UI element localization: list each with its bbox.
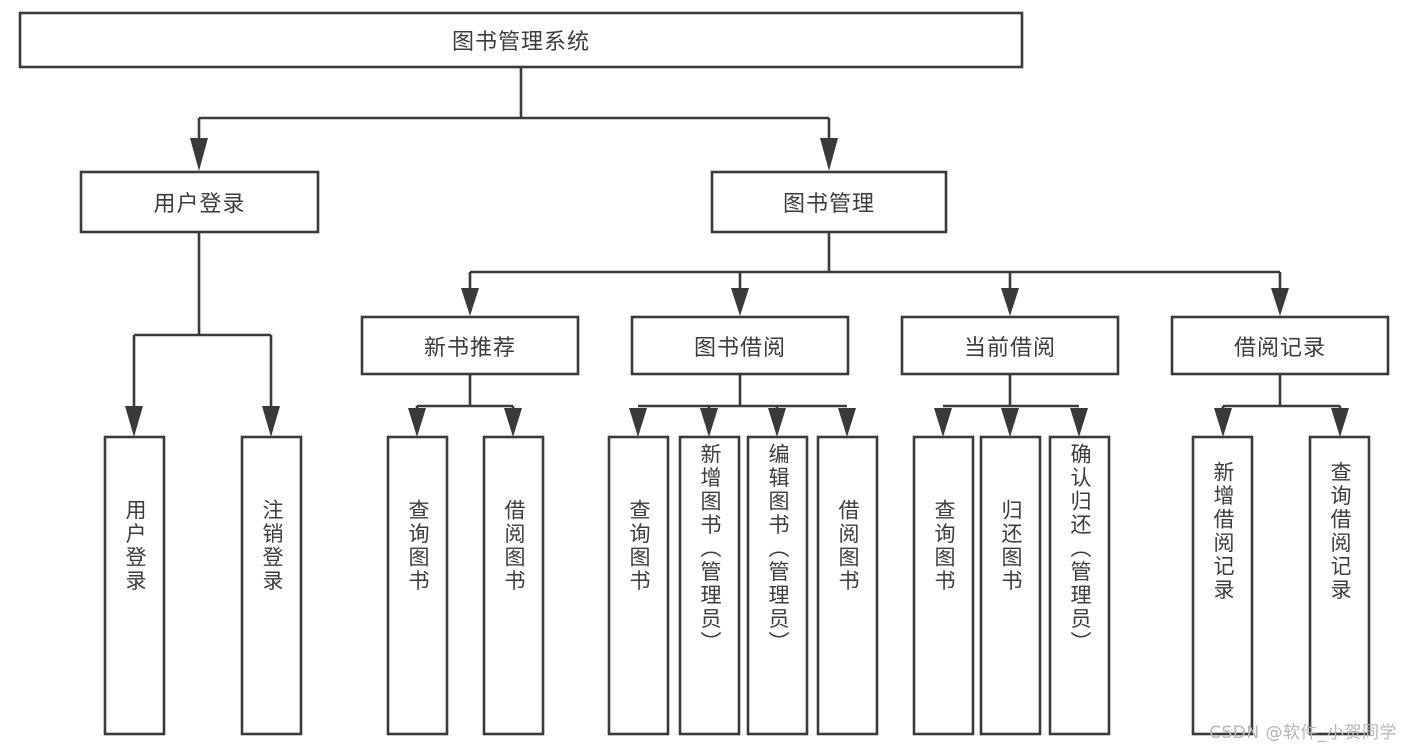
connector-group-current-borrow-to-leaves (934, 374, 1088, 437)
node-box-leaf-borrow-book-2[interactable] (816, 435, 879, 736)
arrow-head-leaf-user-login (125, 406, 143, 437)
node-box-leaf-borrow-book-1[interactable] (482, 435, 545, 736)
watermark-label: CSDN @软件_小贺同学 (1209, 723, 1397, 743)
arrow-head-leaf-query-book-1 (408, 408, 426, 437)
arrow-head-leaf-query-record (1331, 408, 1349, 437)
connector-group-book-borrow-to-leaves (629, 374, 856, 437)
arrow-head-borrow-record (1271, 288, 1289, 316)
node-box-new-book-recommend[interactable] (360, 315, 580, 376)
arrow-head-current-borrow (1001, 288, 1019, 316)
node-box-book-management[interactable] (710, 170, 948, 234)
node-box-leaf-add-book[interactable] (678, 435, 741, 736)
arrow-head-book-management (820, 138, 838, 171)
arrow-head-leaf-add-book (700, 408, 718, 437)
node-box-leaf-user-login[interactable] (103, 435, 166, 736)
connector-group-root-to-level2 (190, 67, 838, 171)
arrow-head-leaf-confirm-return (1070, 408, 1088, 437)
node-box-leaf-query-book-2[interactable] (607, 435, 670, 736)
node-box-leaf-query-book-1[interactable] (386, 435, 449, 736)
arrow-head-leaf-add-record (1214, 408, 1232, 437)
node-box-user-login[interactable] (79, 170, 320, 234)
node-box-leaf-query-record[interactable] (1308, 435, 1371, 736)
arrow-head-leaf-return-book (1001, 408, 1019, 437)
arrow-head-leaf-edit-book (768, 408, 786, 437)
arrow-head-leaf-query-book-2 (629, 408, 647, 437)
arrow-head-leaf-borrow-book-1 (504, 408, 522, 437)
arrow-head-new-book-recommend (461, 288, 479, 316)
arrow-head-leaf-query-book-3 (934, 408, 952, 437)
arrow-head-user-login (190, 138, 208, 171)
connector-group-borrow-record-to-leaves (1214, 374, 1349, 437)
node-box-book-borrow[interactable] (630, 315, 850, 376)
node-box-leaf-confirm-return[interactable] (1048, 435, 1111, 736)
node-box-leaf-return-book[interactable] (979, 435, 1042, 736)
connector-group-new-book-recommend-to-leaves (408, 374, 522, 437)
arrow-head-leaf-borrow-book-2 (838, 408, 856, 437)
node-box-root[interactable] (18, 11, 1024, 69)
node-box-leaf-add-record[interactable] (1191, 435, 1254, 736)
connector-group-user-login-to-leaves (125, 232, 280, 437)
connector-group-book-management-to-level3 (461, 232, 1289, 316)
node-box-current-borrow[interactable] (900, 315, 1120, 376)
node-box-leaf-logout-login[interactable] (240, 435, 303, 736)
node-box-leaf-edit-book[interactable] (746, 435, 809, 736)
node-box-borrow-record[interactable] (1170, 315, 1390, 376)
node-box-leaf-query-book-3[interactable] (912, 435, 975, 736)
arrow-head-book-borrow (731, 288, 749, 316)
arrow-head-leaf-logout-login (262, 406, 280, 437)
